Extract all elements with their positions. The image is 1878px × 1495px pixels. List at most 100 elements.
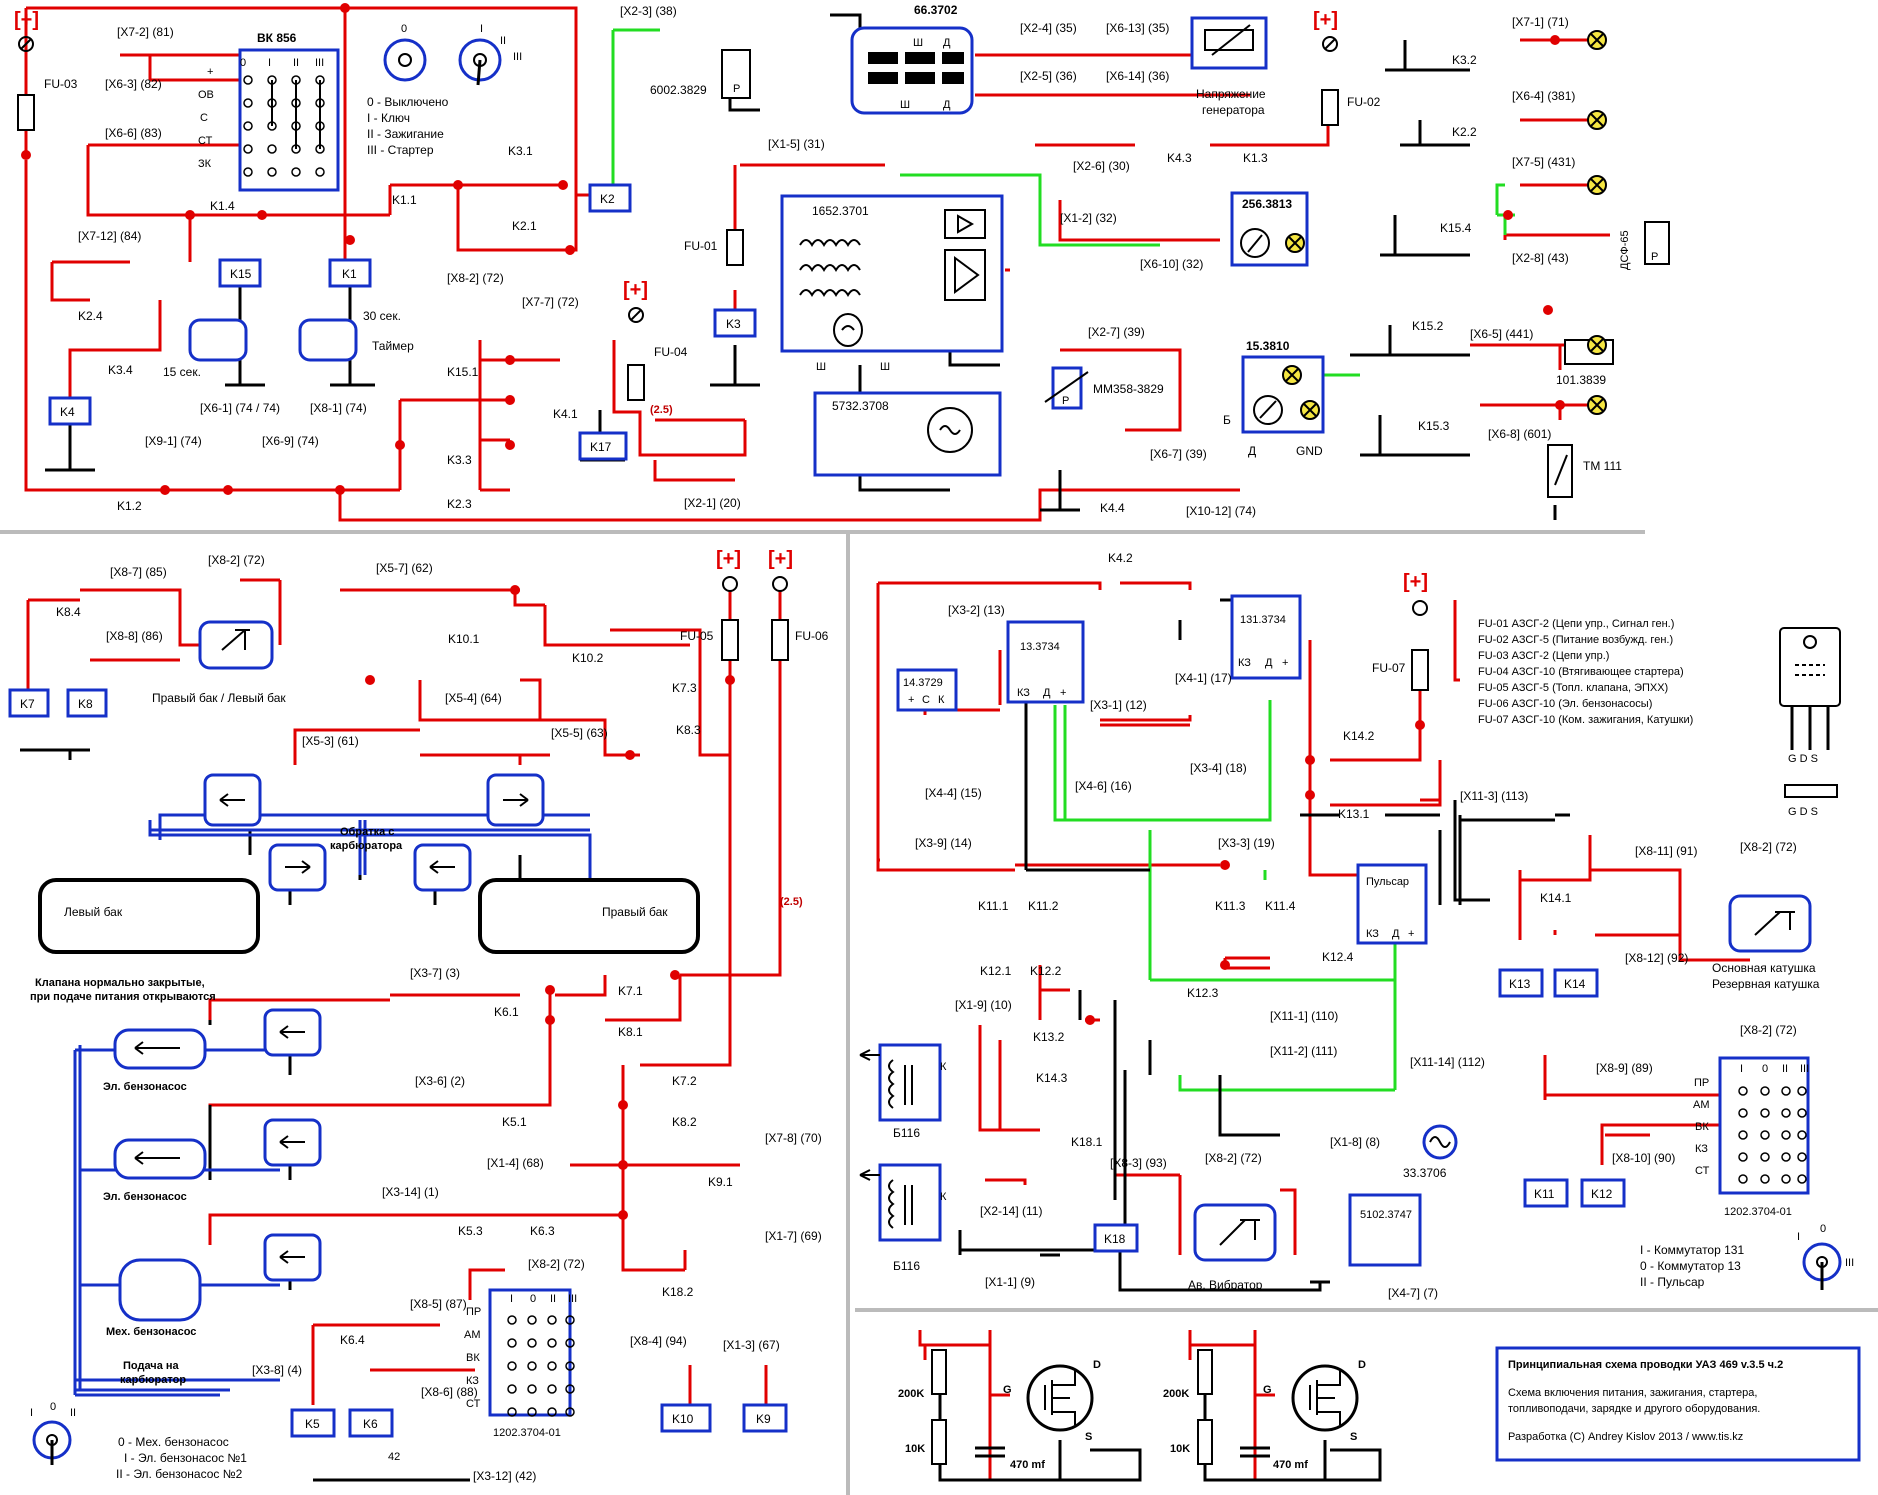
relay-contact: K12.1 [980, 964, 1012, 978]
connector: [X6-4] (381) [1512, 89, 1575, 103]
fuse-fu04-label: FU-04 [654, 345, 688, 359]
connector-labels-ignition: [X3-2] (13) [X4-1] (17) [X3-1] (12) [X4-… [915, 603, 1797, 1300]
carb-feed-label: Подача на [123, 1360, 180, 1372]
relay-contacts-top: K1.4 K1.1 K3.1 K2.1 K2.4 K3.4 K15.1 K3.3… [78, 53, 1477, 515]
fuel-switch-row: СТ [466, 1398, 481, 1410]
coil-switch-label: Резервная катушка [1712, 977, 1820, 991]
vk856-row: С [200, 112, 208, 124]
connector: [X8-11] (91) [1635, 844, 1697, 858]
connector: [X7-8] (70) [765, 1131, 822, 1145]
junction-dots [160, 3, 1565, 1220]
wire-gauge-note: (2.5) [650, 404, 673, 416]
relay-contact: K1.3 [1243, 151, 1268, 165]
sensor-mm-label: ММ358-3829 [1093, 382, 1164, 396]
coil-k7: K7 [20, 697, 35, 711]
right-tank-label: Правый бак [602, 905, 668, 919]
timer-label: Таймер [372, 339, 414, 353]
relay-contact: K18.1 [1071, 1135, 1103, 1149]
m14-term: С [922, 694, 930, 706]
coil-k15: K15 [230, 267, 252, 281]
block15-term: GND [1296, 444, 1323, 458]
fuel-components: K7 K8 Правый бак / Левый бак Обратка с к… [8, 548, 829, 1481]
m131-term: Д [1265, 657, 1273, 669]
dsf-label: ДСФ-65 [1619, 230, 1631, 270]
vk856-legend: I - Ключ [367, 111, 410, 125]
timer30-label: 30 сек. [363, 309, 401, 323]
relay-contact: K1.2 [117, 499, 142, 513]
coil-k6: K6 [363, 1417, 378, 1431]
connector: [X6-14] (36) [1106, 69, 1169, 83]
connector: [X11-3] (113) [1460, 789, 1528, 803]
m13-term: Д [1043, 687, 1051, 699]
knob-pos: III [1845, 1257, 1854, 1269]
relay-contact: K18.2 [662, 1285, 694, 1299]
relay101-label: 101.3839 [1556, 373, 1606, 387]
block15-label: 15.3810 [1246, 339, 1290, 353]
connector: [X7-5] (431) [1512, 155, 1575, 169]
generator-label: 1652.3701 [812, 204, 869, 218]
title-line: Разработка (С) Andrey Kislov 2013 / www.… [1508, 1431, 1743, 1443]
num-42: 42 [388, 1451, 400, 1463]
relay-contact: K4.3 [1167, 151, 1192, 165]
connector: [X2-4] (35) [1020, 21, 1077, 35]
return-line-label: Обратка с [340, 826, 394, 838]
ign-switch-row: ПР [1694, 1077, 1709, 1089]
fuse-table-row: FU-04 АЗСГ-10 (Втягивающее стартера) [1478, 666, 1684, 678]
gate-label: G [1003, 1384, 1012, 1396]
tm111-label: ТМ 111 [1583, 459, 1622, 473]
fuel-legend: 0 - Мех. бензонасос [118, 1435, 229, 1449]
relay-contact: K15.4 [1440, 221, 1472, 235]
relay-contact: K15.2 [1412, 319, 1444, 333]
fuel-switch-col: I [510, 1293, 513, 1305]
connector: [X8-2] (72) [447, 271, 504, 285]
knob-pos: 0 [50, 1401, 56, 1413]
pump-mech-label: Мех. бензонасос [106, 1326, 196, 1338]
connector: [X11-2] (111) [1270, 1044, 1337, 1058]
ign-switch-row: КЗ [1695, 1143, 1708, 1155]
fuse-table-row: FU-02 АЗСГ-5 (Питание возбужд. ген.) [1478, 634, 1673, 646]
gate-label: G [1263, 1384, 1272, 1396]
components-top: P 6002.3829 66.3702 Ш Д Ш Д Напряжение г… [163, 3, 1670, 498]
resistor-label: 10K [1170, 1443, 1190, 1455]
coil-k14: K14 [1564, 977, 1586, 991]
relay-contact: K2.4 [78, 309, 103, 323]
p-mark: P [1062, 395, 1069, 407]
connector: [X6-10] (32) [1140, 257, 1203, 271]
drain-label: D [1358, 1359, 1366, 1371]
source-label: S [1350, 1431, 1357, 1443]
relay-contact: K8.1 [618, 1025, 643, 1039]
connector: [X2-3] (38) [620, 4, 677, 18]
p-mark: P [733, 83, 740, 95]
pump-label: Эл. бензонасос [103, 1081, 187, 1093]
relay-contact: K14.3 [1036, 1071, 1068, 1085]
connector: [X6-1] (74 / 74) [200, 401, 280, 415]
relay-contact: K7.1 [618, 984, 643, 998]
connector: [X11-1] (110) [1270, 1009, 1338, 1023]
connector: [X3-12] (42) [473, 1469, 536, 1483]
relay-contact: K11.4 [1265, 899, 1296, 913]
fuse-fu06-label: FU-06 [795, 629, 829, 643]
relay-contact: K3.1 [508, 144, 533, 158]
relay-contacts-ignition: K4.2 K14.2 K13.1 K11.1 K11.2 K11.3 K11.4… [978, 551, 1572, 1149]
relay-contact: K15.1 [447, 365, 479, 379]
relay-contact: K7.2 [672, 1074, 697, 1088]
connector: [X7-12] (84) [78, 229, 141, 243]
vk856-col: 0 [240, 57, 246, 69]
coil-k13: K13 [1509, 977, 1531, 991]
vk856-row: СТ [198, 135, 213, 147]
connector: [X4-6] (16) [1075, 779, 1132, 793]
ign-switch-col: 0 [1762, 1063, 1768, 1075]
connector: [X2-6] (30) [1073, 159, 1130, 173]
m13-label: 13.3734 [1020, 641, 1060, 653]
relay-contact: K11.3 [1215, 899, 1246, 913]
m14-label: 14.3729 [903, 677, 943, 689]
connector: [X10-12] (74) [1186, 504, 1256, 518]
plus-marker: [+] [1313, 9, 1338, 31]
knob-pos: 0 [401, 23, 407, 35]
title-box: Принципиальная схема проводки УАЗ 469 v.… [1495, 1346, 1861, 1462]
connector: [X3-2] (13) [948, 603, 1005, 617]
plus-marker: [+] [623, 279, 648, 301]
fuse-table-row: FU-05 АЗСГ-5 (Топл. клапана, ЭПХХ) [1478, 682, 1668, 694]
relay-contact: K6.4 [340, 1333, 365, 1347]
m13-term: КЗ [1017, 687, 1030, 699]
